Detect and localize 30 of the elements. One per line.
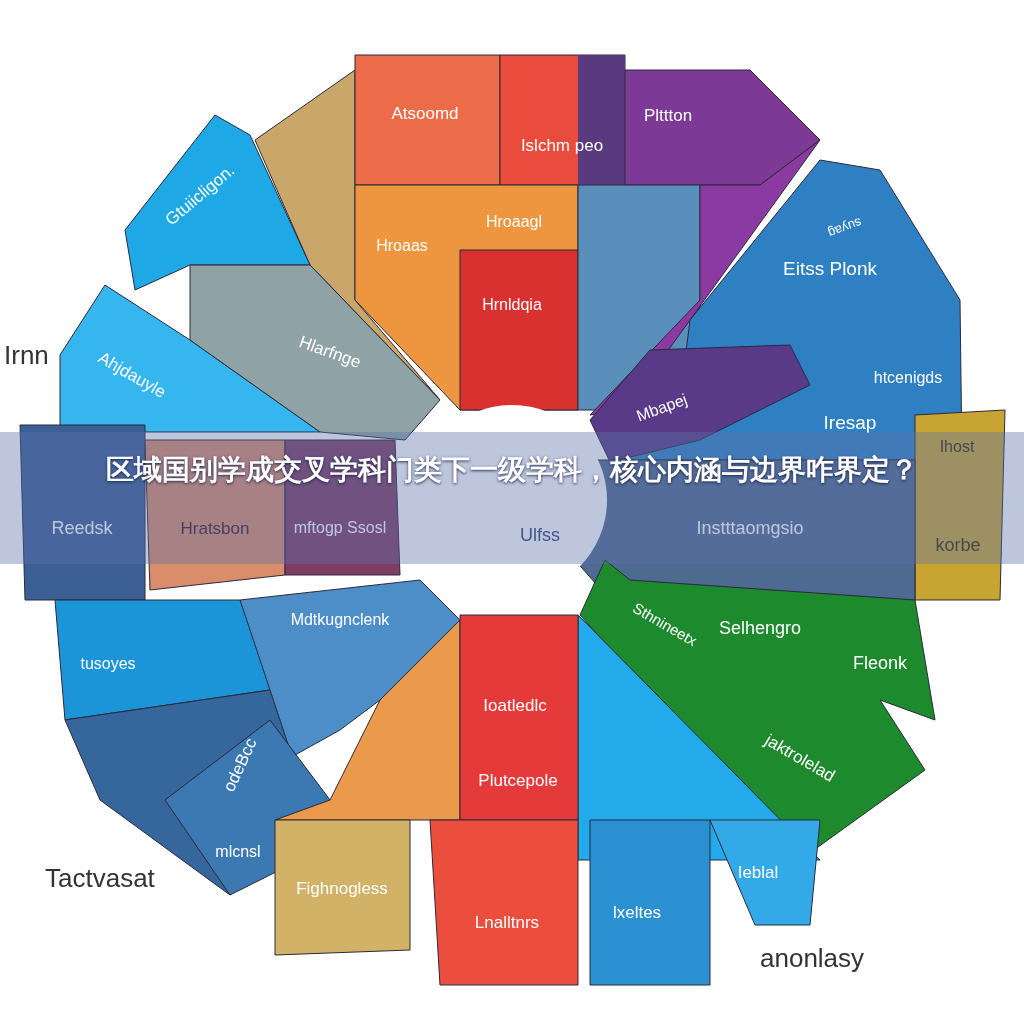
segment-label: Ioatledlc: [483, 696, 547, 714]
segment-label: Reedsk: [51, 519, 113, 537]
segment-label: Mdtkugnclenk: [290, 612, 390, 628]
segment-label: Hroaagl: [486, 214, 542, 230]
segment-label: Lnalltnrs: [474, 913, 540, 931]
segment-label: mftogp Ssosl: [293, 520, 387, 536]
segment-label: Hrnldqia: [482, 297, 542, 313]
text-label: anonlasy: [760, 945, 865, 971]
text-label: Irnn: [4, 342, 49, 368]
segment-label: Fleonk: [853, 654, 907, 672]
segment-label: Ieblal: [737, 863, 779, 881]
segment-label: suyag: [826, 215, 864, 241]
segment-label: korbe: [935, 536, 981, 554]
segment-label: Hratsbon: [180, 519, 250, 537]
text-label: Tactvasat: [45, 865, 155, 891]
segment-label: Ihost: [939, 439, 975, 455]
segment-label: Iresap: [823, 412, 877, 432]
segment-label: Instttaomgsio: [696, 519, 804, 537]
segment-label: Ulfss: [520, 526, 560, 544]
segment-label: tusoyes: [80, 656, 136, 672]
segment-label: Atsoomd: [391, 104, 459, 122]
segment-label: Plutcepole: [478, 771, 558, 789]
segment-label: mlcnsl: [215, 844, 261, 860]
segment-label: Eitss Plonk: [783, 258, 877, 278]
segment-label: htcenigds: [873, 370, 943, 386]
segment-label: Selhengro: [718, 619, 802, 637]
segment-label: Hroaas: [376, 238, 428, 254]
segment-label: Fighnogless: [296, 879, 388, 897]
segment-label: Plttton: [643, 106, 693, 124]
segment-label: lxeltes: [612, 903, 662, 921]
